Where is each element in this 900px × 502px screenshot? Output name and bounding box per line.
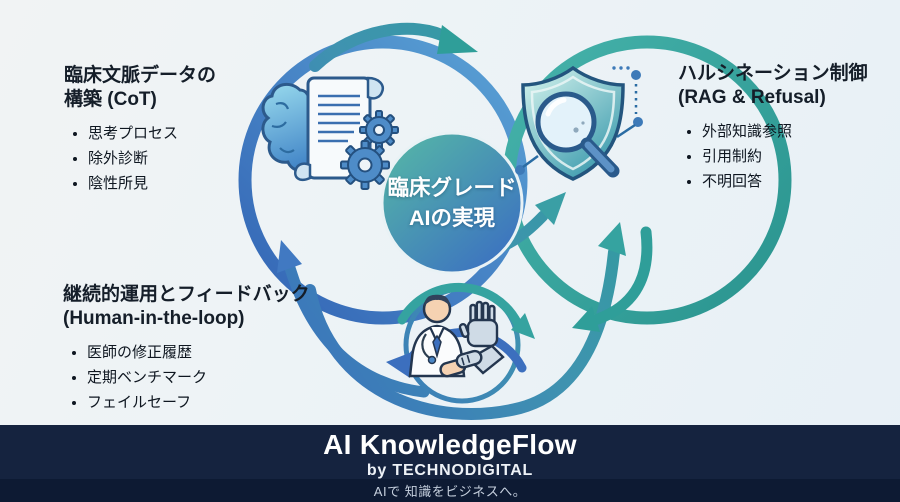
doctor-hair bbox=[424, 294, 450, 306]
heading-line: 構築 (CoT) bbox=[64, 89, 157, 111]
flow-arc-top bbox=[309, 22, 454, 72]
flow-arrowhead-top-east bbox=[437, 25, 478, 54]
doctor-tie bbox=[432, 334, 442, 359]
heading-line: (RAG & Refusal) bbox=[678, 87, 826, 109]
shield-magnifier-icon bbox=[515, 65, 643, 181]
doctor-robot-handshake-icon bbox=[408, 294, 505, 378]
bullet-item: 引用制約 bbox=[702, 145, 898, 166]
brain-fold bbox=[275, 102, 290, 110]
node-hallucination-control-bullets: 外部知識参照 引用制約 不明回答 bbox=[702, 120, 898, 191]
heading-line: (Human-in-the-loop) bbox=[63, 308, 245, 330]
bullet-item: 陰性所見 bbox=[88, 172, 304, 193]
product-name: AI KnowledgeFlow bbox=[323, 429, 577, 460]
bullet-item: 思考プロセス bbox=[88, 122, 304, 143]
small-gear-icon bbox=[359, 110, 399, 150]
robot-raised-hand bbox=[458, 300, 505, 375]
flow-arrowhead-center-northeast bbox=[535, 192, 566, 225]
tagline-strip: AIで 知識をビジネスへ。 bbox=[0, 479, 900, 502]
brain-document-gears-icon bbox=[261, 76, 399, 190]
company-tagline: AIで 知識をビジネスへ。 bbox=[373, 484, 527, 499]
flow-arrowhead-northeast bbox=[598, 222, 626, 256]
center-goal-line1: 臨床グレード bbox=[387, 175, 517, 200]
node-clinical-context-heading: 臨床文脈データの 構築 (CoT) bbox=[64, 64, 304, 113]
shield-inner-border bbox=[530, 75, 616, 171]
brain-fold bbox=[279, 147, 295, 154]
bottom-cycle-arc-top bbox=[397, 282, 523, 329]
lens-dot bbox=[581, 121, 585, 125]
heading-line: 臨床文脈データの bbox=[64, 65, 217, 86]
handshake-hands bbox=[439, 349, 483, 378]
flow-arc-from-right bbox=[592, 226, 653, 325]
center-goal-line2: AIの実現 bbox=[408, 206, 496, 230]
node-hallucination-control-heading: ハルシネーション制御 (RAG & Refusal) bbox=[678, 62, 898, 111]
large-gear-icon bbox=[340, 140, 390, 190]
bullet-item: 外部知識参照 bbox=[702, 120, 898, 141]
flow-arrowhead-northwest bbox=[277, 240, 302, 273]
node-clinical-context: 臨床文脈データの 構築 (CoT) 思考プロセス 除外診断 陰性所見 bbox=[64, 64, 304, 197]
node-continuous-operation: 継続的運用とフィードバック (Human-in-the-loop) 医師の修正履… bbox=[63, 283, 343, 416]
node-continuous-operation-bullets: 医師の修正履歴 定期ベンチマーク フェイルセーフ bbox=[87, 341, 343, 412]
flow-arrowhead-southwest bbox=[572, 306, 600, 332]
bullet-item: 不明回答 bbox=[702, 170, 898, 191]
document-text-lines bbox=[318, 94, 360, 143]
bullet-item: 医師の修正履歴 bbox=[87, 341, 343, 362]
stethoscope-chestpiece bbox=[427, 355, 437, 365]
center-goal-label: 臨床グレード AIの実現 bbox=[387, 173, 516, 233]
magnifier-handle-inner bbox=[584, 141, 615, 173]
bottom-cycle-arrowhead-left bbox=[386, 352, 412, 378]
heading-line: ハルシネーション制御 bbox=[678, 63, 868, 84]
node-hallucination-control: ハルシネーション制御 (RAG & Refusal) 外部知識参照 引用制約 不… bbox=[678, 62, 898, 195]
stethoscope bbox=[421, 333, 431, 359]
bottom-cycle-arrowhead-right bbox=[511, 313, 535, 339]
center-disc bbox=[380, 131, 524, 275]
node-continuous-operation-heading: 継続的運用とフィードバック (Human-in-the-loop) bbox=[63, 283, 343, 332]
bullet-item: 除外診断 bbox=[88, 147, 304, 168]
document-top-curl bbox=[366, 76, 384, 100]
document-bottom-curl bbox=[294, 162, 312, 182]
footer-banner: AI KnowledgeFlow by TECHNODIGITAL AIで 知識… bbox=[0, 425, 900, 502]
cycle-diagram bbox=[238, 22, 792, 420]
brain-fold bbox=[271, 121, 287, 128]
bullet-item: フェイルセーフ bbox=[87, 391, 343, 412]
left-ring bbox=[238, 35, 528, 325]
bullet-item: 定期ベンチマーク bbox=[87, 366, 343, 387]
node-clinical-context-bullets: 思考プロセス 除外診断 陰性所見 bbox=[88, 122, 304, 193]
heading-line: 継続的運用とフィードバック bbox=[63, 284, 310, 305]
company-byline: by TECHNODIGITAL bbox=[366, 462, 534, 479]
flow-arc-to-feedback bbox=[284, 262, 430, 398]
lens-dot bbox=[573, 127, 579, 133]
lens-highlight bbox=[545, 97, 567, 117]
network-nodes bbox=[515, 66, 643, 175]
